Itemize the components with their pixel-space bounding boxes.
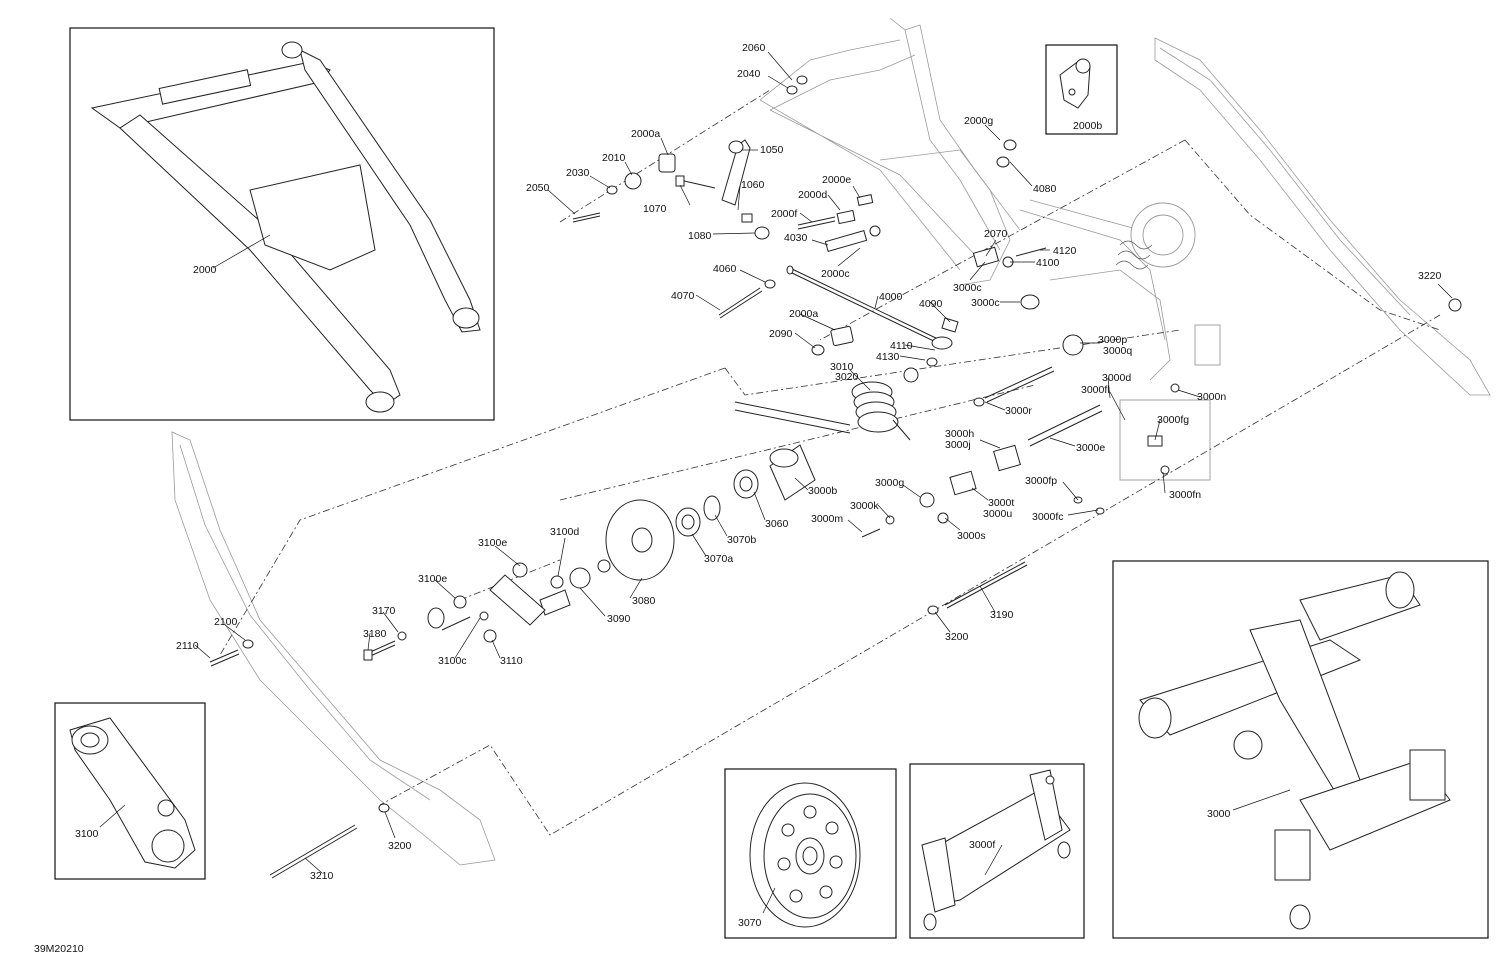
label-3100c: 3100c bbox=[438, 655, 467, 667]
label-3000s: 3000s bbox=[957, 530, 986, 542]
label-3080: 3080 bbox=[632, 595, 656, 607]
label-3070a: 3070a bbox=[704, 553, 733, 565]
label-4110: 4110 bbox=[890, 340, 913, 352]
background-left-rail bbox=[171, 431, 496, 866]
label-2040: 2040 bbox=[737, 68, 761, 80]
label-3010: 3010 bbox=[830, 361, 854, 373]
label-3180: 3180 bbox=[363, 628, 387, 640]
label-4080: 4080 bbox=[1033, 183, 1057, 195]
label-3000u: 3000u bbox=[983, 508, 1012, 520]
label-1080: 1080 bbox=[688, 230, 712, 242]
label-3000: 3000 bbox=[1207, 808, 1231, 820]
label-3000f: 3000f bbox=[969, 839, 995, 851]
label-3070: 3070 bbox=[738, 917, 762, 929]
label-2090: 2090 bbox=[769, 328, 793, 340]
label-3170: 3170 bbox=[372, 605, 396, 617]
label-1070: 1070 bbox=[643, 203, 667, 215]
label-2100: 2100 bbox=[214, 616, 238, 628]
label-3100: 3100 bbox=[75, 828, 99, 840]
label-3000k: 3000k bbox=[850, 500, 879, 512]
label-2010: 2010 bbox=[602, 152, 626, 164]
label-3110: 3110 bbox=[500, 655, 523, 667]
swing-arm-drawing bbox=[90, 41, 481, 413]
shaft-drawing bbox=[1138, 571, 1451, 930]
label-3000fl: 3000fl bbox=[1081, 384, 1110, 396]
label-3000g: 3000g bbox=[875, 477, 904, 489]
arm-drawing bbox=[69, 717, 196, 869]
label-3000t: 3000t bbox=[988, 497, 1014, 509]
label-2000b: 2000b bbox=[1073, 120, 1102, 132]
label-3000p: 3000p bbox=[1098, 334, 1127, 346]
wheel-drawing bbox=[749, 782, 861, 928]
label-1060: 1060 bbox=[741, 179, 765, 191]
label-1050: 1050 bbox=[760, 144, 784, 156]
label-3200-a: 3200 bbox=[945, 631, 969, 643]
label-4070: 4070 bbox=[671, 290, 695, 302]
leader-lines bbox=[99, 51, 1453, 914]
label-4000: 4000 bbox=[879, 291, 903, 303]
label-4100: 4100 bbox=[1036, 257, 1060, 269]
label-3190: 3190 bbox=[990, 609, 1014, 621]
part-labels: 2000 2060 2040 2000a 2010 2030 2050 1050… bbox=[34, 42, 1442, 955]
label-3100d: 3100d bbox=[550, 526, 579, 538]
label-2110: 2110 bbox=[176, 640, 199, 652]
label-3020: 3020 bbox=[835, 371, 859, 383]
label-2030: 2030 bbox=[566, 167, 590, 179]
label-3000fn: 3000fn bbox=[1169, 489, 1201, 501]
label-2070: 2070 bbox=[984, 228, 1008, 240]
label-3060: 3060 bbox=[765, 518, 789, 530]
label-3000n: 3000n bbox=[1197, 391, 1226, 403]
label-3000c-a: 3000c bbox=[953, 282, 982, 294]
main-parts bbox=[209, 75, 1462, 879]
label-2000a-mid: 2000a bbox=[789, 308, 818, 320]
label-3210: 3210 bbox=[310, 870, 334, 882]
label-2060: 2060 bbox=[742, 42, 766, 54]
label-4120: 4120 bbox=[1053, 245, 1077, 257]
label-2000c: 2000c bbox=[821, 268, 850, 280]
label-2050: 2050 bbox=[526, 182, 550, 194]
label-2000a-top: 2000a bbox=[631, 128, 660, 140]
label-3000fg: 3000fg bbox=[1157, 414, 1189, 426]
diagram-code: 39M20210 bbox=[34, 943, 84, 955]
label-4030: 4030 bbox=[784, 232, 808, 244]
label-3000b: 3000b bbox=[808, 485, 837, 497]
label-3200-b: 3200 bbox=[388, 840, 412, 852]
label-3000fc: 3000fc bbox=[1032, 511, 1064, 523]
label-4060: 4060 bbox=[713, 263, 737, 275]
support-drawing bbox=[921, 769, 1071, 931]
label-4130: 4130 bbox=[876, 351, 900, 363]
label-2000: 2000 bbox=[193, 264, 217, 276]
label-3070b: 3070b bbox=[727, 534, 756, 546]
label-2000e: 2000e bbox=[822, 174, 851, 186]
label-3090: 3090 bbox=[607, 613, 631, 625]
label-3000q: 3000q bbox=[1103, 345, 1132, 357]
label-3100e-b: 3100e bbox=[418, 573, 447, 585]
label-4090: 4090 bbox=[919, 298, 943, 310]
label-2000g: 2000g bbox=[964, 115, 993, 127]
label-2000f: 2000f bbox=[771, 208, 797, 220]
background-right-rail bbox=[1154, 37, 1491, 396]
label-3000d: 3000d bbox=[1102, 372, 1131, 384]
label-3220: 3220 bbox=[1418, 270, 1442, 282]
label-3000r: 3000r bbox=[1005, 405, 1032, 417]
label-2000d: 2000d bbox=[798, 189, 827, 201]
label-3000e: 3000e bbox=[1076, 442, 1105, 454]
label-3000h: 3000h bbox=[945, 428, 974, 440]
label-3100e-a: 3100e bbox=[478, 537, 507, 549]
label-3000j: 3000j bbox=[945, 439, 971, 451]
label-3000m: 3000m bbox=[811, 513, 843, 525]
label-3000fp: 3000fp bbox=[1025, 475, 1057, 487]
bracket-drawing bbox=[1059, 58, 1091, 109]
label-3000c-b: 3000c bbox=[971, 297, 1000, 309]
background-upper-frame bbox=[759, 17, 1221, 481]
